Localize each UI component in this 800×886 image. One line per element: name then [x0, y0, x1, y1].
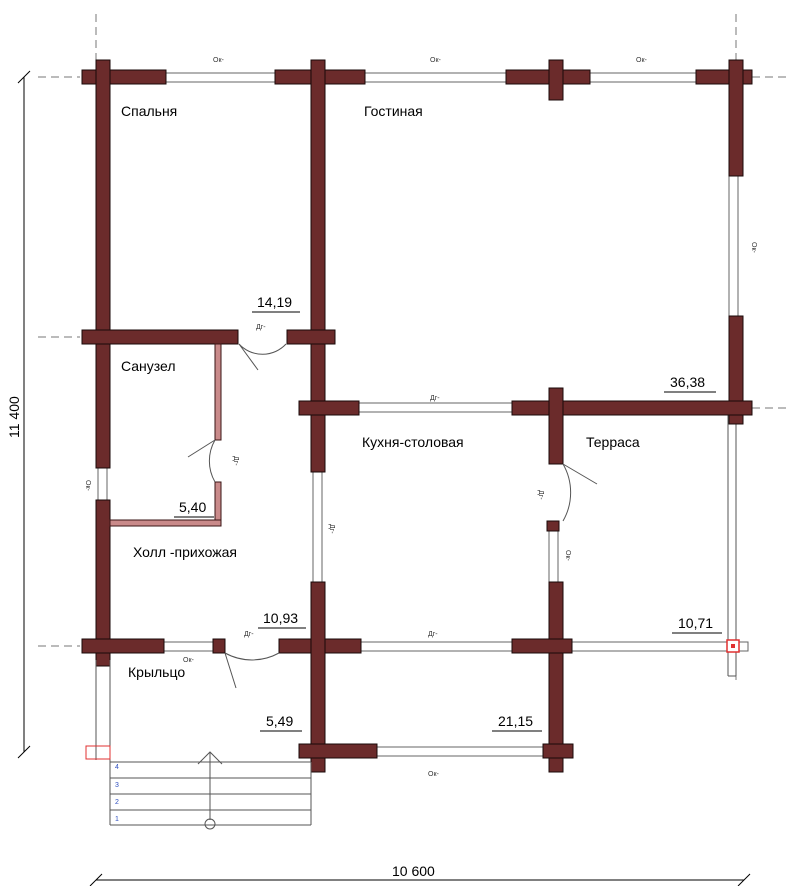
glass-kitchen-left: [312, 467, 323, 585]
opening-tags: Ок- Ок- Ок- Ок- Ок- Ок- Ок- Ок- Дг- Дг- …: [84, 57, 757, 778]
window-top-living-1: [359, 72, 511, 83]
area-labels: 14,19 36,38 5,40 10,93 10,71 5,49 21,15: [174, 294, 722, 732]
window-tag: Ок-: [84, 480, 91, 492]
room-label-living: Гостиная: [364, 103, 423, 119]
step-number: 2: [115, 799, 119, 806]
step-number: 3: [115, 782, 119, 789]
door-tag: Дг-: [328, 524, 335, 534]
window-tag: Ок-: [183, 657, 195, 664]
room-label-hall: Холл -прихожая: [133, 544, 237, 560]
column-marker: [726, 639, 740, 653]
door-bathroom: [238, 343, 287, 371]
window-tag: Ок-: [564, 550, 571, 562]
room-label-kitchen: Кухня-столовая: [362, 434, 464, 450]
area-porch: 5,49: [266, 713, 293, 729]
door-inner-bath: [187, 439, 216, 483]
room-label-bathroom: Санузел: [121, 358, 176, 374]
dimension-height: 11 400: [6, 396, 22, 438]
window-tag: Ок-: [636, 57, 648, 64]
room-labels: Спальня Гостиная Санузел Кухня-столовая …: [121, 103, 640, 680]
area-kitchen: 21,15: [498, 713, 533, 729]
window-tag: Ок-: [428, 771, 440, 778]
glass-hall-kitchen: [359, 641, 517, 652]
area-hall: 10,93: [263, 610, 298, 626]
dimension-width: 10 600: [392, 863, 435, 879]
log-walls: [81, 59, 753, 773]
door-tag: Дг-: [232, 456, 239, 466]
doors: [187, 343, 598, 689]
window-bottom-kitchen: [371, 746, 549, 757]
window-top-living-2: [579, 72, 701, 83]
overall-dimensions: 11 400 10 600: [6, 70, 751, 886]
door-tag: Дг-: [428, 631, 438, 638]
room-label-bedroom: Спальня: [121, 103, 177, 119]
door-tag: Дг-: [537, 490, 544, 500]
window-tag: Ок-: [430, 57, 442, 64]
window-kitchen-terrace: [548, 527, 559, 583]
step-number: 4: [115, 764, 119, 771]
step-number: 1: [115, 816, 119, 823]
porch-stairs: 4 3 2 1: [85, 660, 312, 830]
area-living: 36,38: [670, 374, 705, 390]
area-bedroom: 14,19: [257, 294, 292, 310]
terrace-outline: [727, 415, 737, 677]
window-top-bedroom: [159, 72, 279, 83]
area-bathroom: 5,40: [179, 499, 206, 515]
room-label-terrace: Терраса: [586, 434, 640, 450]
door-tag: Дг-: [430, 395, 440, 402]
door-tag: Дг-: [244, 631, 254, 638]
window-porch: [159, 641, 219, 652]
area-terrace: 10,71: [678, 615, 713, 631]
axis-lines: [38, 14, 790, 680]
glass-terrace-edge: [571, 641, 749, 652]
window-tag: Ок-: [750, 242, 757, 254]
door-tag: Дг-: [256, 324, 266, 331]
door-entry: [224, 652, 280, 689]
window-right-living: [728, 175, 739, 321]
window-tag: Ок-: [213, 57, 225, 64]
room-label-porch: Крыльцо: [128, 664, 185, 680]
bathroom-partitions: [109, 343, 222, 527]
glass-living-kitchen: [355, 402, 517, 413]
door-terrace: [562, 463, 598, 522]
